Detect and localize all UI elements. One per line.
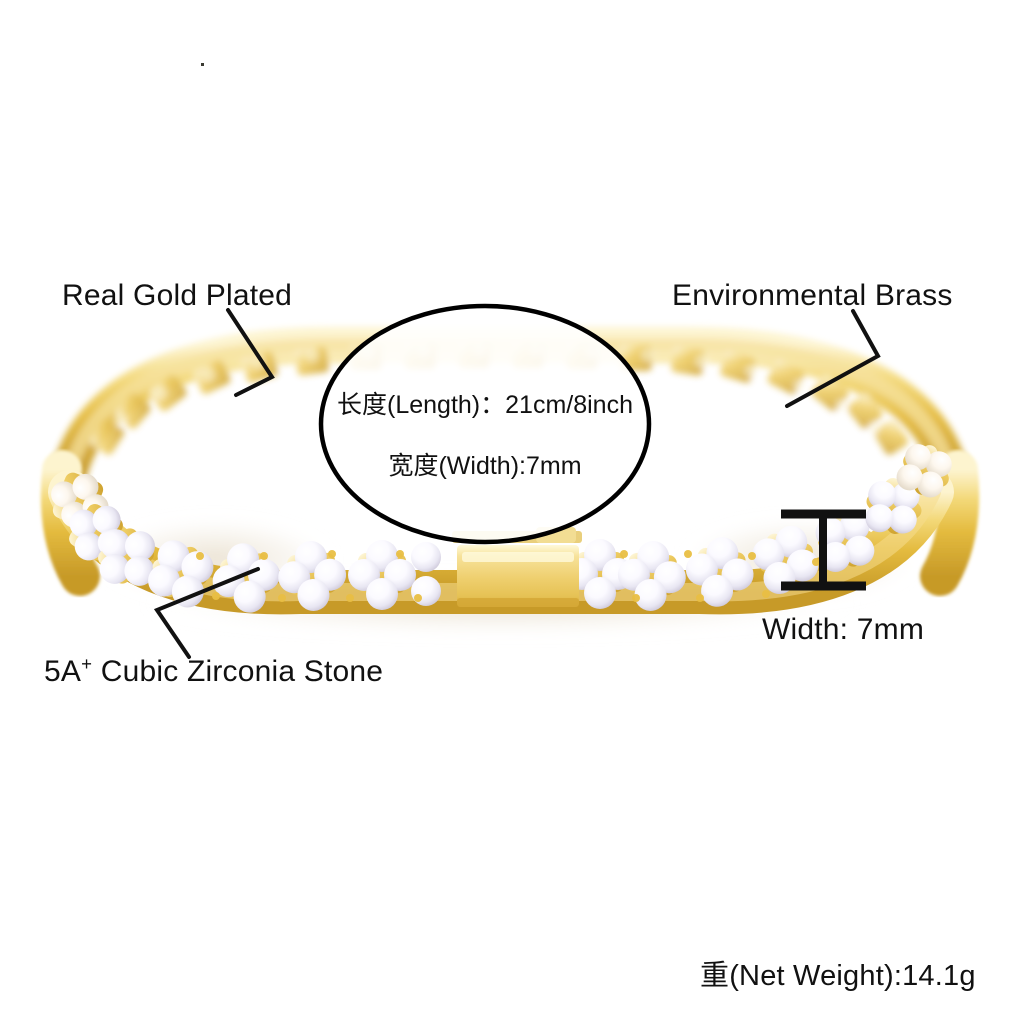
label-net-weight: 重(Net Weight):14.1g — [700, 960, 976, 992]
specs-callout: 长度(Length)：21cm/8inch 宽度(Width):7mm — [318, 303, 652, 545]
label-width-measurement: Width: 7mm — [762, 613, 925, 646]
cz-grade-suffix: Cubic Zirconia Stone — [92, 655, 384, 688]
image-speck-artifact — [201, 63, 204, 66]
cz-grade-prefix: 5A — [44, 655, 82, 688]
callout-ellipse — [318, 303, 652, 545]
label-environmental-brass: Environmental Brass — [672, 279, 953, 312]
callout-width-text: 宽度(Width):7mm — [388, 452, 582, 480]
callout-length-text: 长度(Length)：21cm/8inch — [337, 391, 633, 419]
label-real-gold-plated: Real Gold Plated — [62, 279, 293, 312]
label-cubic-zirconia-stone: 5A+ Cubic Zirconia Stone — [44, 653, 384, 689]
cz-grade-superscript: + — [81, 653, 93, 674]
